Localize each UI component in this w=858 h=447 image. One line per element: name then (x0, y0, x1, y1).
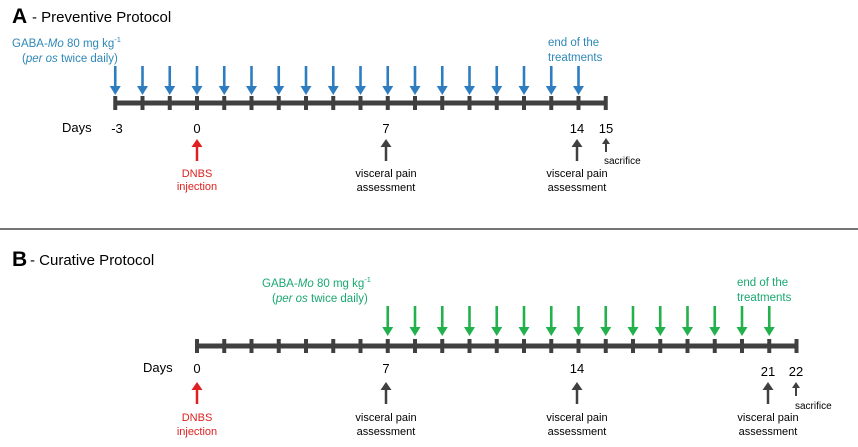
panel-a-treatment-arrow-icon (573, 66, 584, 95)
panel-b-treatment-arrow-icon (736, 306, 748, 336)
panel-a-treatment-arrow-icon (491, 66, 503, 95)
panel-a-treatment-arrow-icon (355, 66, 366, 95)
panel-a-sacrifice-label: sacrifice (604, 156, 641, 167)
panel-a-treatment-arrow-icon (436, 66, 448, 95)
panel-b-treatment-arrow-icon (382, 306, 394, 336)
panel-a-end-label-line1: end of the (548, 37, 599, 49)
panel-a: A - Preventive Protocol GABA-Mo 80 mg kg… (12, 5, 641, 194)
panel-b-treatment-arrows (382, 306, 775, 336)
panel-b-title: - Curative Protocol (30, 252, 154, 269)
panel-a-treatment-line2: (per os twice daily) (22, 53, 118, 65)
panel-a-treatment-line1: GABA-Mo 80 mg kg-1 (12, 35, 121, 50)
panel-a-treatment-arrow-icon (246, 66, 257, 95)
panel-a-treatment-arrow-icon (218, 66, 230, 95)
panel-b-letter: B (12, 248, 27, 271)
panel-a-dnbs-line2: injection (177, 181, 217, 193)
panel-b-pain-arrow-icon (571, 382, 583, 404)
panel-a-day-label: 14 (570, 121, 584, 136)
panel-b-sacrifice-arrow-icon (792, 382, 800, 396)
panel-a-treatment-arrow-icon (327, 66, 339, 95)
panel-b-treatment-arrow-icon (627, 306, 639, 336)
panel-a-dnbs-line1: DNBS (182, 168, 213, 180)
panel-b-dnbs-line2: injection (177, 426, 217, 438)
panel-a-pain-line1: visceral pain (355, 168, 416, 180)
panel-b-treatment-line2: (per os twice daily) (272, 293, 368, 305)
panel-a-treatment-arrow-icon (164, 66, 176, 95)
panel-b-day-label: 21 (761, 364, 775, 379)
panel-a-pain-line2: assessment (357, 182, 416, 194)
panel-a-title: - Preventive Protocol (32, 9, 171, 26)
panel-a-dnbs-arrow-icon (191, 139, 203, 161)
panel-b-treatment-arrow-icon (682, 306, 693, 336)
panel-b-pain-line1: visceral pain (355, 412, 416, 424)
panel-b-treatment-arrow-icon (654, 306, 666, 336)
panel-a-pain-line1: visceral pain (546, 168, 607, 180)
panel-b-dnbs-line1: DNBS (182, 412, 213, 424)
panel-b-end-label-line2: treatments (737, 292, 792, 304)
panel-b-pain-line2: assessment (739, 426, 798, 438)
panel-a-pain-arrow-icon (571, 139, 583, 161)
panel-b-days-label: Days (143, 360, 173, 375)
panel-b-treatment-arrow-icon (600, 306, 612, 336)
panel-b-treatment-arrow-icon (573, 306, 584, 336)
panel-a-end-label-line2: treatments (548, 52, 603, 64)
panel-b-end-label-line1: end of the (737, 277, 788, 289)
panel-b-treatment-arrow-icon (518, 306, 530, 336)
panel-a-pain-line2: assessment (548, 182, 607, 194)
panel-b-treatment-arrow-icon (709, 306, 721, 336)
panel-b-pain-line1: visceral pain (737, 412, 798, 424)
panel-a-timeline (113, 96, 608, 110)
panel-b-pain-line1: visceral pain (546, 412, 607, 424)
panel-b-treatment-line1: GABA-Mo 80 mg kg-1 (262, 275, 371, 290)
panel-a-day-label: -3 (111, 121, 123, 136)
panel-b-pain-line2: assessment (548, 426, 607, 438)
panel-a-treatment-arrows (109, 66, 584, 95)
panel-b-treatment-arrow-icon (409, 306, 421, 336)
panel-a-treatment-arrow-icon (464, 66, 475, 95)
panel-a-treatment-arrow-icon (137, 66, 148, 95)
panel-a-day-label: 0 (193, 121, 200, 136)
panel-b-pain-line2: assessment (357, 426, 416, 438)
panel-a-day-label: 15 (599, 121, 613, 136)
panel-b-pain-arrow-icon (762, 382, 774, 404)
panel-a-treatment-arrow-icon (409, 66, 421, 95)
panel-b-treatment-arrow-icon (436, 306, 448, 336)
panel-b-treatment-arrow-icon (464, 306, 475, 336)
panel-a-treatment-arrow-icon (300, 66, 312, 95)
panel-b-day-label: 14 (570, 361, 584, 376)
panel-b-day-label: 7 (382, 361, 389, 376)
panel-a-sacrifice-arrow-icon (602, 138, 610, 152)
panel-a-treatment-arrow-icon (273, 66, 285, 95)
panel-b-sacrifice-label: sacrifice (795, 401, 832, 412)
panel-b-timeline (195, 339, 799, 353)
panel-b-dnbs-arrow-icon (191, 382, 203, 404)
panel-a-days-label: Days (62, 120, 92, 135)
panel-b-day-label: 0 (193, 361, 200, 376)
panel-a-day-label: 7 (382, 121, 389, 136)
panel-a-treatment-arrow-icon (518, 66, 530, 95)
panel-b-treatment-arrow-icon (491, 306, 503, 336)
panel-b-pain-arrow-icon (380, 382, 392, 404)
panel-b-day-label: 22 (789, 364, 803, 379)
panel-b-treatment-arrow-icon (763, 306, 775, 336)
panel-a-treatment-arrow-icon (109, 66, 121, 95)
panel-a-treatment-arrow-icon (382, 66, 394, 95)
panel-a-treatment-arrow-icon (545, 66, 557, 95)
panel-b-treatment-arrow-icon (545, 306, 557, 336)
panel-a-letter: A (12, 5, 27, 28)
panel-a-treatment-arrow-icon (191, 66, 203, 95)
panel-a-pain-arrow-icon (380, 139, 392, 161)
panel-b: B - Curative Protocol GABA-Mo 80 mg kg-1… (12, 248, 832, 438)
